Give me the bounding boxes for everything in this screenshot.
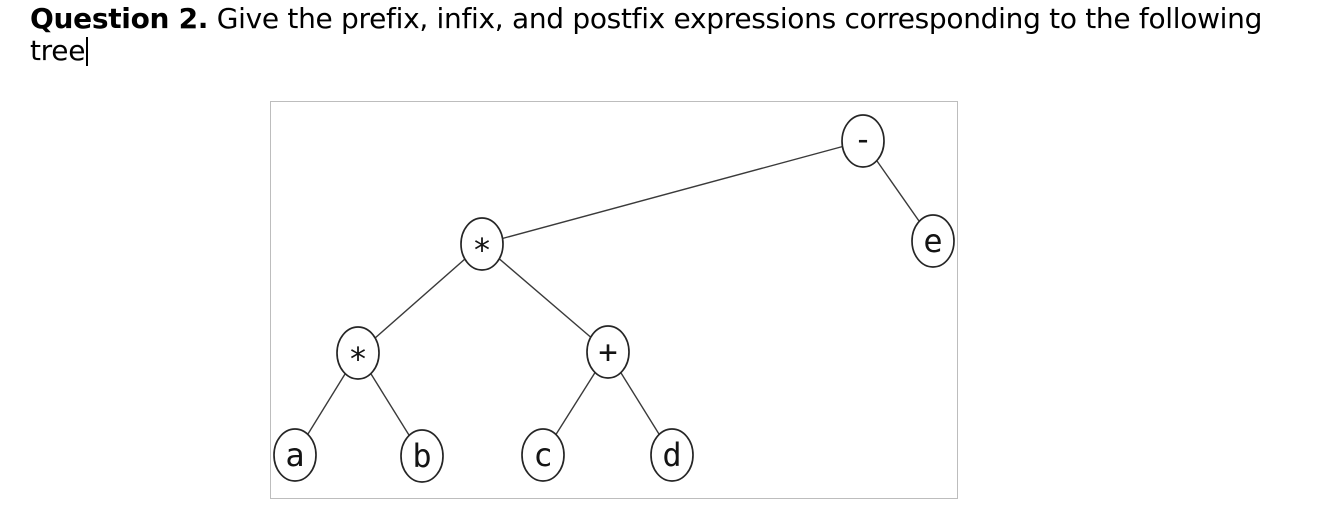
text-cursor-caret [86, 37, 89, 66]
tree-edge [481, 140, 864, 245]
tree-node-label: * [472, 231, 491, 269]
tree-node-circle [521, 428, 565, 482]
tree-node-label: a [285, 436, 304, 474]
tree-node: c [521, 428, 565, 482]
tree-node: b [400, 429, 444, 483]
question-text-line2: tree [30, 34, 86, 67]
tree-node-circle [650, 428, 694, 482]
expression-tree-svg: - * e * + a b c d [273, 114, 955, 483]
tree-node-circle [586, 325, 630, 379]
tree-node-label: + [598, 333, 617, 371]
tree-node: + [586, 325, 630, 379]
question-paragraph[interactable]: Question 2. Give the prefix, infix, and … [30, 3, 1342, 67]
tree-node: e [911, 214, 955, 268]
tree-node: a [273, 428, 317, 482]
tree-node: * [336, 326, 380, 380]
tree-node: - [841, 114, 885, 168]
tree-node-circle [911, 214, 955, 268]
question-text-line1: Give the prefix, infix, and postfix expr… [208, 2, 1263, 35]
tree-node-label: b [412, 437, 431, 475]
tree-node-label: c [533, 436, 552, 474]
tree-node-label: e [923, 222, 942, 260]
tree-edge [357, 243, 483, 354]
tree-node-circle [273, 428, 317, 482]
tree-node-label: * [348, 340, 367, 378]
tree-node-circle [400, 429, 444, 483]
tree-node-circle [460, 217, 504, 271]
tree-node-circle [841, 114, 885, 168]
tree-node: * [460, 217, 504, 271]
tree-node-label: d [662, 436, 681, 474]
tree-edge [481, 243, 609, 353]
question-number: Question 2. [30, 2, 209, 35]
tree-node-circle [336, 326, 380, 380]
tree-node: d [650, 428, 694, 482]
tree-node-label: - [853, 120, 872, 158]
expression-tree-figure[interactable]: - * e * + a b c d [270, 101, 958, 499]
